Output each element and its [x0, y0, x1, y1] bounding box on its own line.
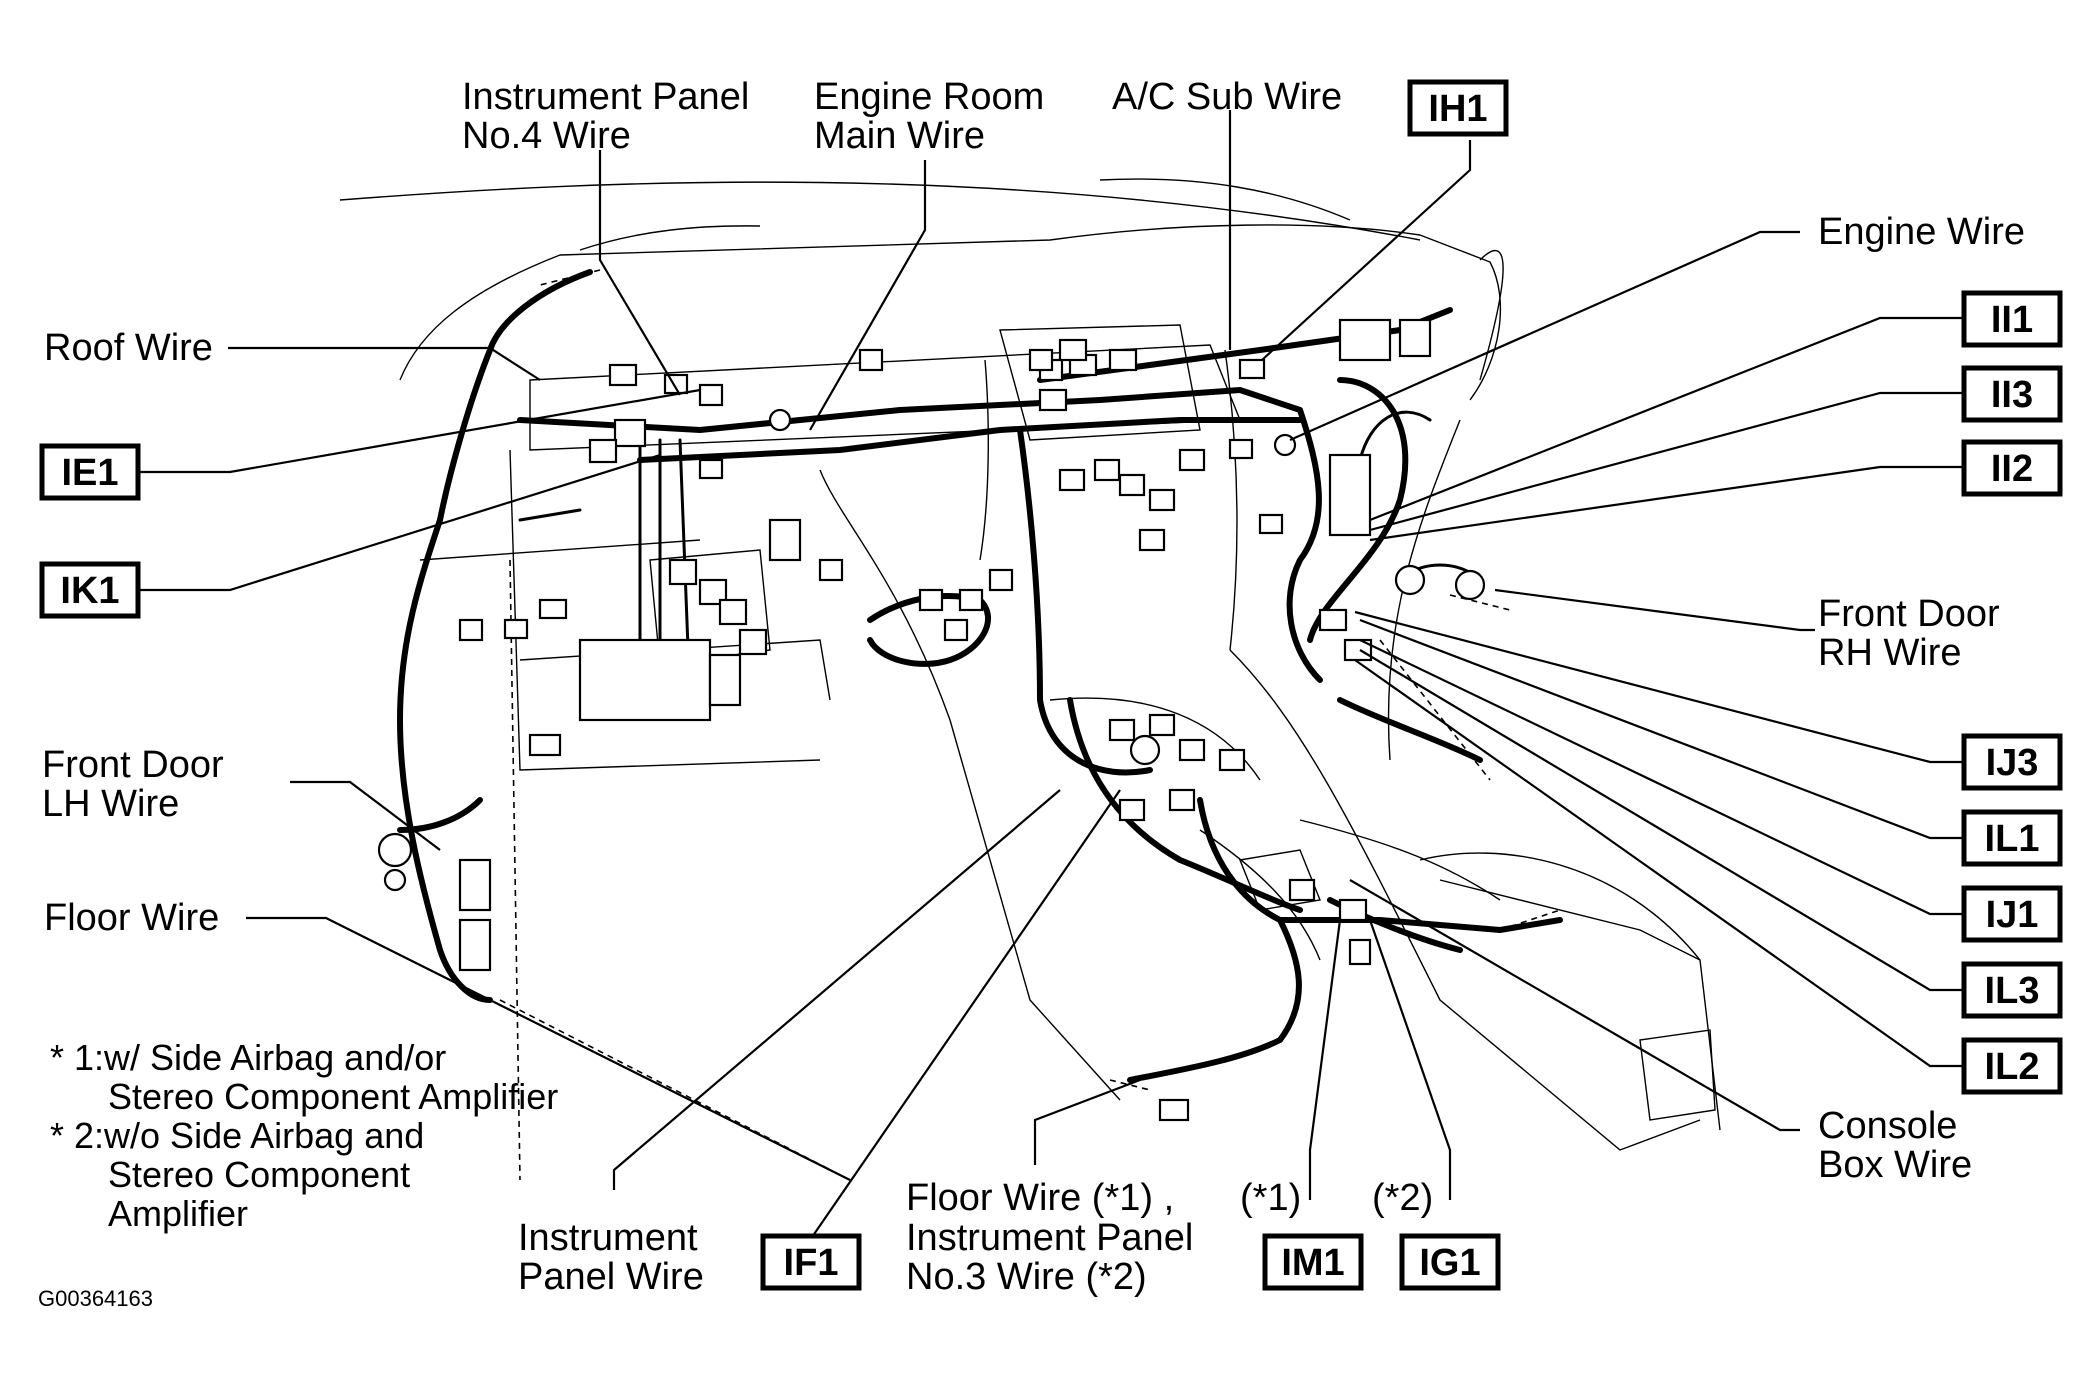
label-star1: (*1)	[1240, 1177, 1301, 1219]
code-box-ig1: IG1	[1399, 1233, 1501, 1291]
code-box-ik1: IK1	[39, 561, 141, 619]
code-if1: IF1	[784, 1242, 839, 1284]
label-instrument-panel-l2: Panel Wire	[518, 1256, 704, 1298]
code-il3: IL3	[1985, 970, 2040, 1012]
code-box-il3: IL3	[1961, 961, 2063, 1019]
code-box-ii1: II1	[1961, 290, 2063, 348]
code-im1: IM1	[1281, 1242, 1344, 1284]
dashboard-outline	[339, 178, 1721, 1151]
label-front-door-rh-l2: RH Wire	[1818, 632, 1962, 674]
leader-lines	[140, 110, 1970, 1242]
code-ih1: IH1	[1428, 88, 1487, 130]
label-front-door-lh-l1: Front Door	[42, 744, 224, 786]
label-engine-wire: Engine Wire	[1818, 211, 2025, 253]
wire-dashed-ends	[499, 269, 1561, 1181]
label-floor-ip3-l3: No.3 Wire (*2)	[906, 1256, 1147, 1298]
label-instrument-panel-l1: Instrument	[518, 1217, 698, 1259]
label-floor-ip3-l2: Instrument Panel	[906, 1217, 1193, 1259]
code-ie1: IE1	[61, 452, 118, 494]
code-ii3: II3	[1991, 374, 2033, 416]
label-engine-room-main-l2: Main Wire	[814, 115, 985, 157]
code-ij3: IJ3	[1986, 742, 2039, 784]
code-ij1: IJ1	[1986, 894, 2039, 936]
footnotes: * 1:w/ Side Airbag and/or Stereo Compone…	[50, 1037, 558, 1234]
label-console-box-l2: Box Wire	[1818, 1144, 1972, 1186]
code-ii1: II1	[1991, 299, 2033, 341]
label-star2: (*2)	[1372, 1177, 1433, 1219]
label-console-box-l1: Console	[1818, 1105, 1957, 1147]
code-box-ij3: IJ3	[1961, 733, 2063, 791]
label-floor-ip3-l1: Floor Wire (*1) ,	[906, 1177, 1174, 1219]
code-box-il2: IL2	[1961, 1037, 2063, 1095]
code-box-ii2: II2	[1961, 439, 2063, 497]
note2-line1: * 2:w/o Side Airbag and	[50, 1115, 424, 1156]
note2-line3: Amplifier	[108, 1193, 248, 1234]
label-roof-wire: Roof Wire	[44, 327, 213, 369]
code-il1: IL1	[1985, 818, 2040, 860]
code-box-if1: IF1	[760, 1233, 862, 1291]
note1-line1: * 1:w/ Side Airbag and/or	[50, 1037, 446, 1078]
label-ac-sub-wire: A/C Sub Wire	[1112, 76, 1342, 118]
code-il2: IL2	[1985, 1046, 2040, 1088]
code-box-im1: IM1	[1262, 1233, 1364, 1291]
image-id: G00364163	[38, 1286, 153, 1311]
connectors	[377, 318, 1486, 1122]
label-ip4-wire-l1: Instrument Panel	[462, 76, 749, 118]
code-box-ii3: II3	[1961, 365, 2063, 423]
label-ip4-wire-l2: No.4 Wire	[462, 115, 631, 157]
code-box-ij1: IJ1	[1961, 885, 2063, 943]
label-front-door-lh-l2: LH Wire	[42, 783, 179, 825]
note1-line2: Stereo Component Amplifier	[108, 1076, 558, 1117]
label-engine-room-main-l1: Engine Room	[814, 76, 1044, 118]
connector-code-boxes: IH1 II1 II3 II2 IE1 IK1 IJ3 IL1	[39, 79, 2063, 1291]
wire-harness	[397, 269, 1563, 1083]
code-box-ie1: IE1	[39, 443, 141, 501]
code-box-il1: IL1	[1961, 809, 2063, 867]
note2-line2: Stereo Component	[108, 1154, 410, 1195]
code-ik1: IK1	[60, 570, 119, 612]
code-box-ih1: IH1	[1407, 79, 1509, 137]
code-ig1: IG1	[1419, 1242, 1480, 1284]
label-front-door-rh-l1: Front Door	[1818, 593, 2000, 635]
label-floor-wire: Floor Wire	[44, 897, 219, 939]
wire-labels: Instrument Panel No.4 Wire Engine Room M…	[42, 76, 2025, 1298]
code-ii2: II2	[1991, 448, 2033, 490]
